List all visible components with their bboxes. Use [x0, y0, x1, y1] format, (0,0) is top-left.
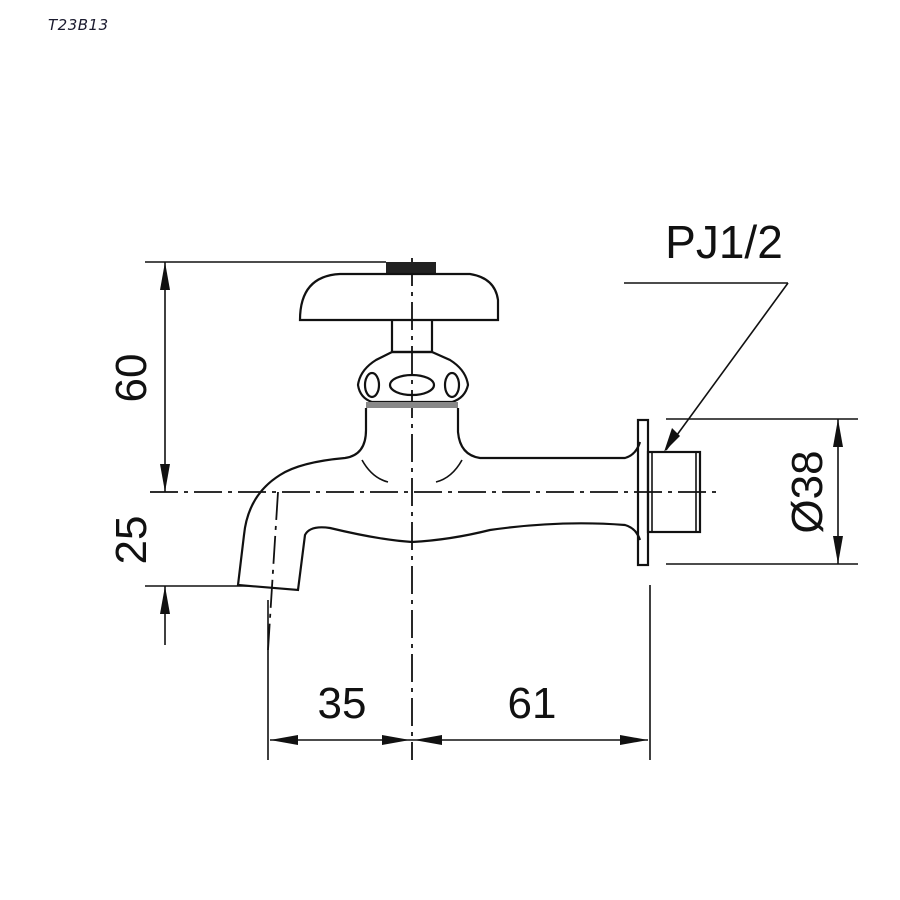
dim-body-length: 61 [508, 679, 557, 728]
horizontal-dimensions: 35 61 [267, 585, 651, 760]
handle-knob [298, 272, 500, 322]
thread-label: PJ1/2 [665, 216, 783, 268]
spout-centerline [267, 491, 279, 651]
model-code: T23B13 [48, 16, 109, 34]
bonnet-nut [356, 350, 470, 408]
thread-leader: PJ1/2 [624, 216, 789, 452]
vertical-dimensions: 60 25 [107, 261, 386, 645]
dim-spout-offset: 35 [318, 679, 367, 728]
handle [298, 262, 500, 354]
faucet-body [236, 408, 642, 651]
diameter-dimension: Ø38 [666, 418, 858, 565]
bonnet-ring [366, 402, 458, 408]
dim-height-top: 60 [107, 354, 156, 403]
dim-height-bottom: 25 [107, 516, 156, 565]
thread-fitting [646, 450, 702, 534]
handle-cap [386, 262, 436, 274]
dim-flange-diameter: Ø38 [783, 450, 832, 533]
wall-flange [636, 418, 702, 567]
